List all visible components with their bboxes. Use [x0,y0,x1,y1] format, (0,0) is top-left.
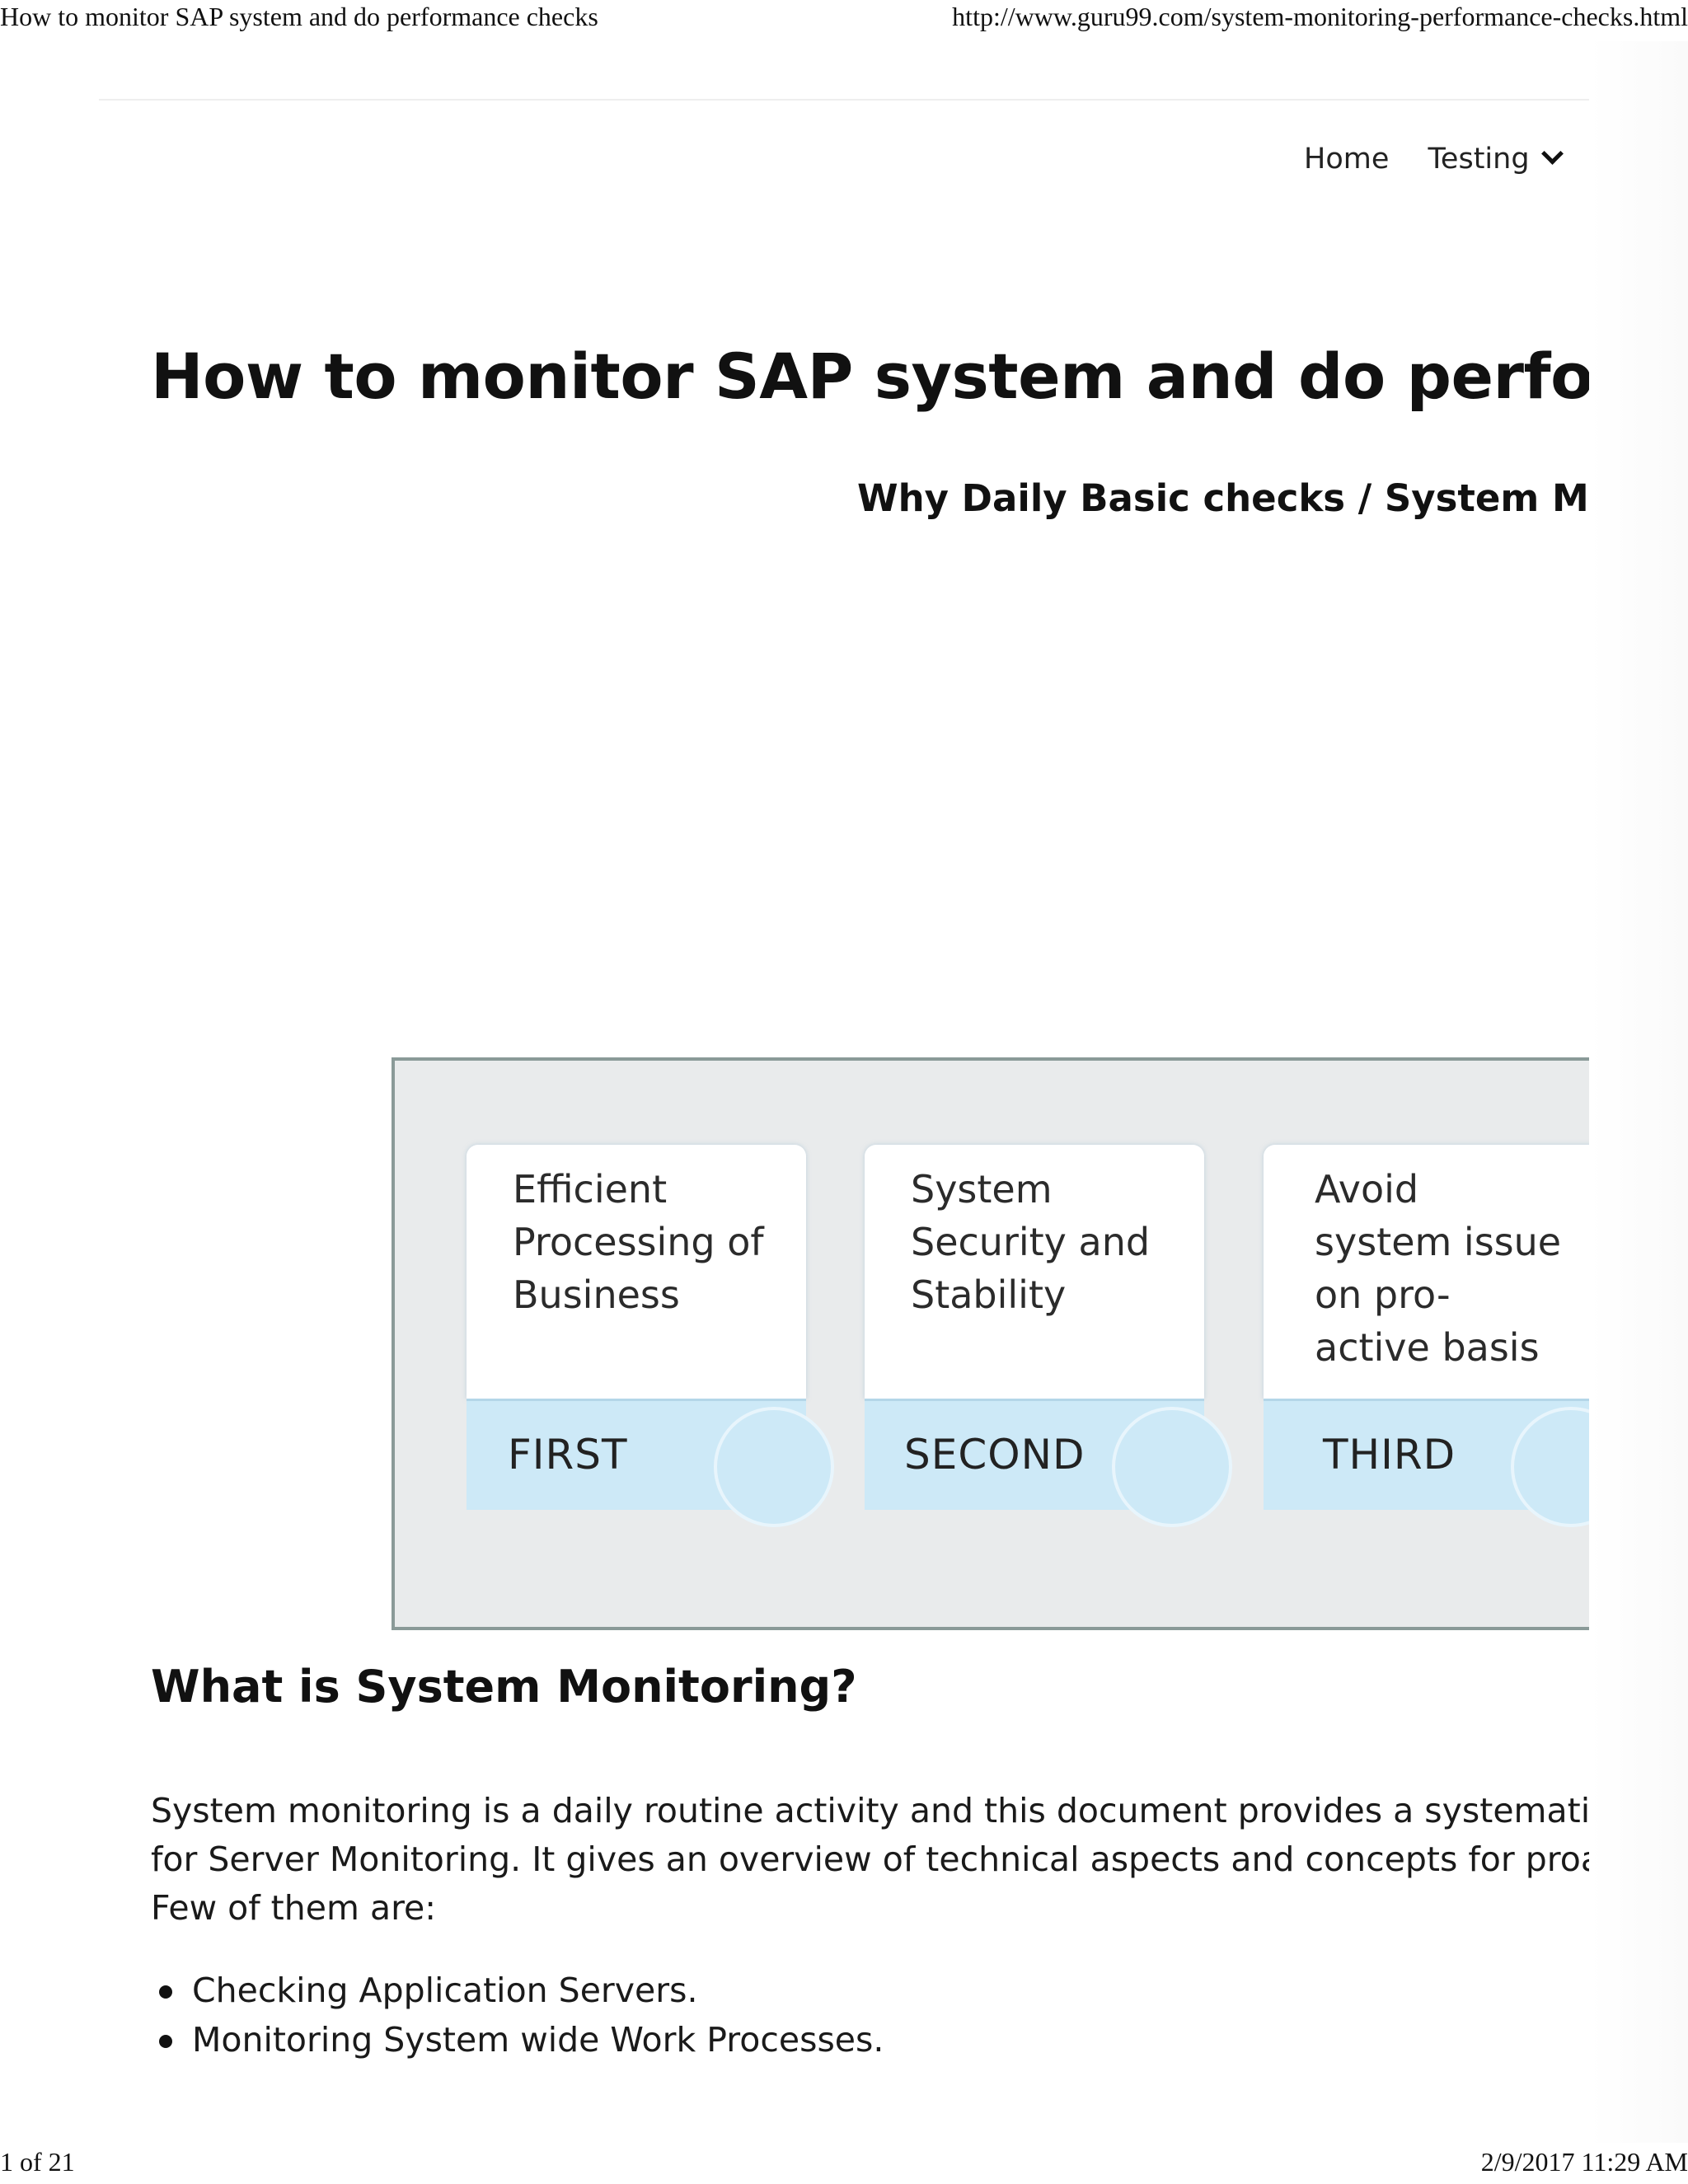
card-text: System Security and Stability [911,1167,1151,1317]
print-datetime: 2/9/2017 11:29 AM [1480,2147,1688,2177]
page-title: How to monitor SAP system and do perform… [151,340,1589,413]
list-item: Monitoring System wide Work Processes. [151,2015,884,2064]
card-label: FIRST [508,1431,628,1479]
print-header: How to monitor SAP system and do perform… [0,2,1688,38]
nav-testing-label: Testing [1428,143,1530,176]
page-subtitle: Why Daily Basic checks / System Monitori… [857,476,1589,520]
print-header-url[interactable]: http://www.guru99.com/system-monitoring-… [952,2,1688,31]
nav-testing[interactable]: Testing [1428,143,1564,176]
card-label: THIRD [1323,1431,1456,1479]
header-divider [99,99,1589,101]
diagram-card-first: Efficient Processing of Business FIRST [467,1145,834,1527]
section-heading: What is System Monitoring? [151,1661,857,1713]
paragraph-line: Few of them are: [151,1888,437,1928]
print-footer: 1 of 21 2/9/2017 11:29 AM [0,2147,1688,2183]
card-label: SECOND [904,1431,1085,1479]
circle-icon [1112,1407,1232,1527]
card-body: Avoid system issue on pro-active basis [1264,1145,1589,1399]
diagram-card-second: System Security and Stability SECOND [865,1145,1232,1527]
card-body: Efficient Processing of Business [467,1145,806,1399]
chevron-down-icon [1540,143,1564,165]
bullet-list: Checking Application Servers. Monitoring… [151,1966,884,2064]
list-item: Checking Application Servers. [151,1966,884,2015]
paragraph-line: for Server Monitoring. It gives an overv… [151,1840,1589,1879]
card-text: Avoid system issue on pro-active basis [1315,1167,1562,1370]
nav-home[interactable]: Home [1304,143,1390,176]
page-counter: 1 of 21 [0,2147,75,2177]
top-nav: Home Testing SA [1304,142,1589,176]
scrollbar-strip [1589,41,1688,2143]
paragraph-line: System monitoring is a daily routine act… [151,1791,1589,1830]
intro-paragraph: System monitoring is a daily routine act… [151,1787,1589,1933]
diagram-card-third: Avoid system issue on pro-active basis T… [1264,1145,1589,1527]
page-viewport: Home Testing SA How to monitor SAP syste… [99,99,1589,2064]
print-header-title: How to monitor SAP system and do perform… [0,2,598,31]
card-body: System Security and Stability [865,1145,1204,1399]
card-text: Efficient Processing of Business [513,1167,764,1317]
monitoring-reasons-diagram: Efficient Processing of Business FIRST S… [392,1057,1589,1630]
circle-icon [714,1407,834,1527]
